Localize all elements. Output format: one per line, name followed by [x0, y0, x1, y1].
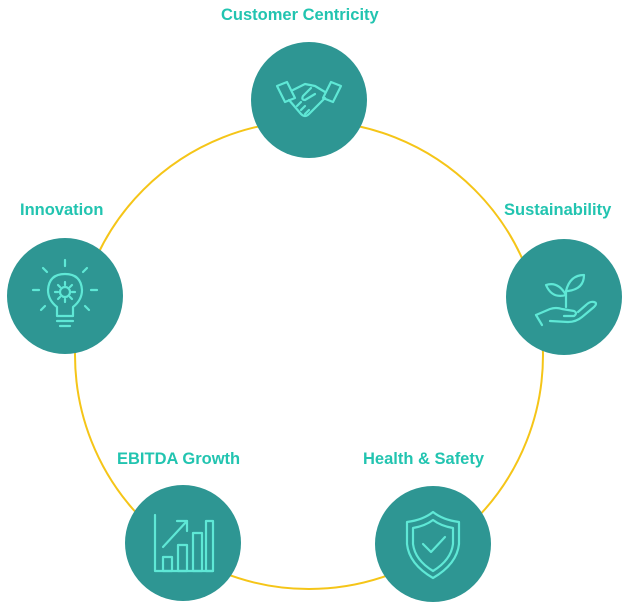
label-health-safety: Health & Safety: [363, 450, 485, 468]
lightbulb-gear-icon: [31, 258, 99, 328]
label-sustainability: Sustainability: [504, 201, 612, 219]
bar-chart-growth-icon: [153, 513, 215, 573]
handshake-icon: [275, 80, 343, 118]
label-customer-centricity: Customer Centricity: [221, 6, 379, 24]
node-sustainability: [506, 239, 622, 355]
node-health-safety: [375, 486, 491, 602]
node-innovation: [7, 238, 123, 354]
node-ebitda-growth: [125, 485, 241, 601]
label-innovation: Innovation: [20, 201, 104, 219]
plant-in-hand-icon: [534, 273, 598, 327]
shield-check-icon: [405, 510, 461, 580]
label-ebitda-growth: EBITDA Growth: [117, 450, 241, 468]
node-customer-centricity: [251, 42, 367, 158]
